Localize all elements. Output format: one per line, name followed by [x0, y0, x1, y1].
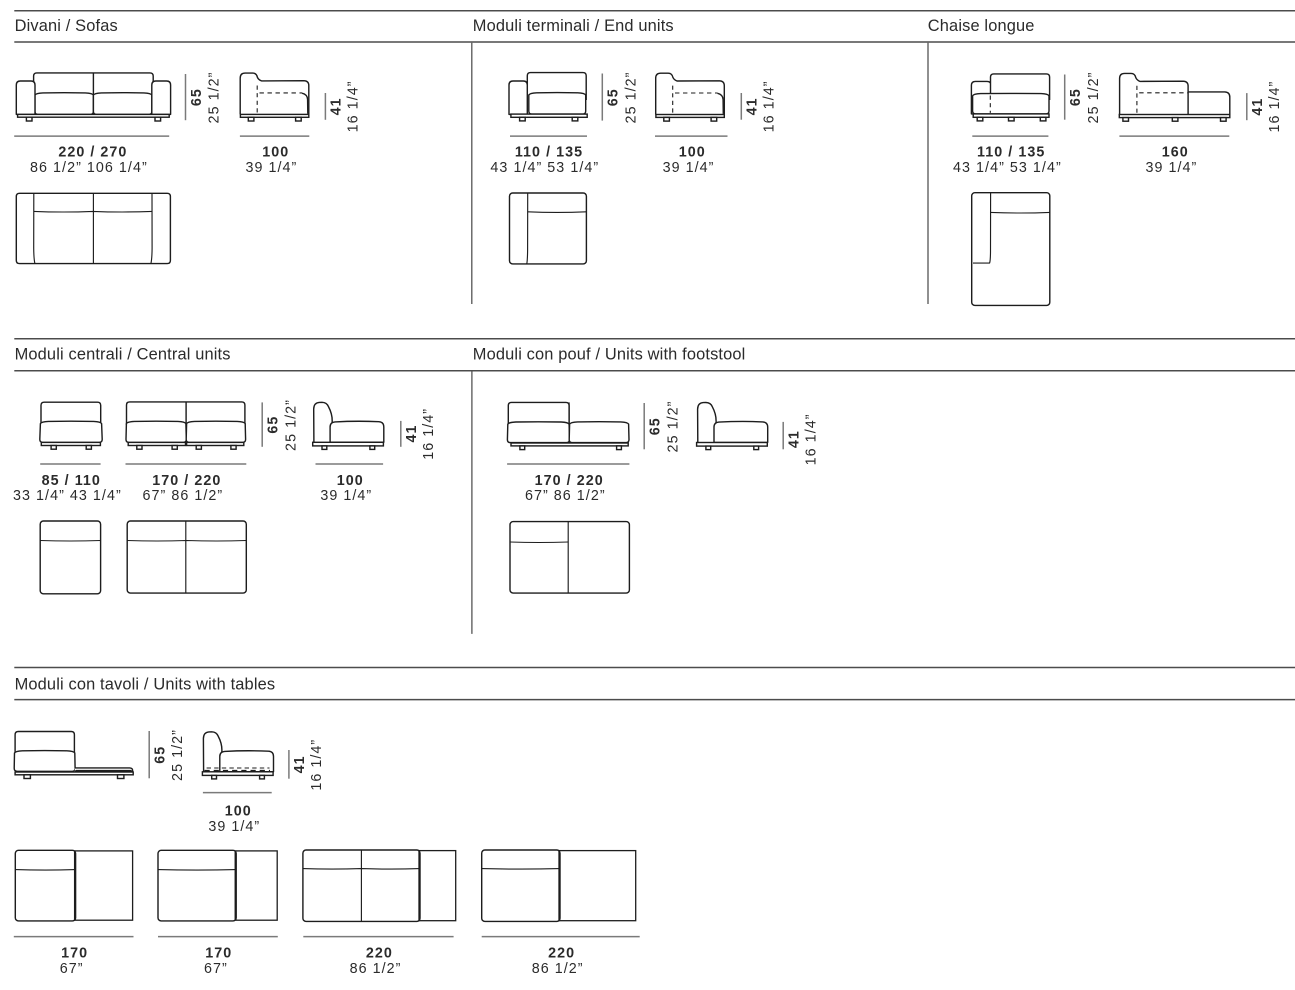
svg-text:16 1/4”: 16 1/4” — [421, 408, 437, 460]
svg-text:110 / 135: 110 / 135 — [977, 144, 1045, 160]
svg-text:65: 65 — [1068, 88, 1084, 106]
svg-text:100: 100 — [679, 144, 706, 160]
svg-text:86 1/2”: 86 1/2” — [532, 961, 584, 977]
svg-text:39 1/4”: 39 1/4” — [1145, 160, 1197, 176]
svg-text:16 1/4”: 16 1/4” — [346, 80, 362, 132]
svg-text:67” 86 1/2”: 67” 86 1/2” — [143, 488, 224, 504]
svg-text:220 / 270: 220 / 270 — [58, 144, 127, 160]
svg-text:25 1/2”: 25 1/2” — [665, 401, 681, 453]
svg-text:100: 100 — [262, 144, 289, 160]
svg-text:67” 86 1/2”: 67” 86 1/2” — [525, 488, 606, 504]
svg-text:41: 41 — [404, 424, 420, 442]
svg-text:170: 170 — [205, 946, 232, 962]
svg-text:25 1/2”: 25 1/2” — [170, 729, 186, 781]
svg-text:39 1/4”: 39 1/4” — [663, 160, 715, 176]
svg-text:86 1/2” 106 1/4”: 86 1/2” 106 1/4” — [30, 160, 148, 176]
svg-text:170 / 220: 170 / 220 — [535, 473, 604, 489]
svg-text:Divani / Sofas: Divani / Sofas — [15, 17, 118, 35]
svg-text:Moduli centrali / Central unit: Moduli centrali / Central units — [15, 346, 231, 364]
svg-text:220: 220 — [366, 946, 393, 962]
svg-text:65: 65 — [266, 416, 282, 434]
svg-text:65: 65 — [648, 417, 664, 435]
svg-text:25 1/2”: 25 1/2” — [623, 72, 639, 124]
svg-text:43 1/4” 53 1/4”: 43 1/4” 53 1/4” — [953, 160, 1062, 176]
svg-text:Moduli con pouf / Units with f: Moduli con pouf / Units with footstool — [473, 346, 746, 364]
svg-text:100: 100 — [337, 473, 364, 489]
svg-text:16 1/4”: 16 1/4” — [309, 739, 325, 791]
svg-text:170: 170 — [61, 946, 88, 962]
svg-text:33 1/4” 43 1/4”: 33 1/4” 43 1/4” — [13, 488, 122, 504]
svg-text:85 / 110: 85 / 110 — [42, 473, 101, 489]
svg-text:67”: 67” — [60, 961, 84, 977]
svg-text:41: 41 — [329, 97, 345, 115]
svg-text:65: 65 — [189, 88, 205, 106]
svg-text:67”: 67” — [204, 961, 228, 977]
svg-text:Moduli con tavoli / Units with: Moduli con tavoli / Units with tables — [15, 675, 276, 693]
svg-text:39 1/4”: 39 1/4” — [320, 488, 372, 504]
svg-text:100: 100 — [225, 804, 252, 820]
svg-text:16 1/4”: 16 1/4” — [762, 80, 778, 132]
svg-text:65: 65 — [152, 746, 168, 764]
svg-text:41: 41 — [745, 97, 761, 115]
svg-text:41: 41 — [787, 430, 803, 448]
svg-text:16 1/4”: 16 1/4” — [804, 413, 820, 465]
svg-text:220: 220 — [548, 946, 575, 962]
svg-text:170 / 220: 170 / 220 — [152, 473, 221, 489]
svg-text:41: 41 — [1250, 98, 1266, 116]
svg-text:86 1/2”: 86 1/2” — [350, 961, 402, 977]
svg-text:16 1/4”: 16 1/4” — [1267, 81, 1283, 133]
svg-text:110 / 135: 110 / 135 — [515, 144, 583, 160]
svg-text:43 1/4” 53 1/4”: 43 1/4” 53 1/4” — [490, 160, 599, 176]
svg-text:39 1/4”: 39 1/4” — [245, 160, 297, 176]
svg-text:65: 65 — [606, 88, 622, 106]
svg-text:25 1/2”: 25 1/2” — [283, 399, 299, 451]
svg-text:25 1/2”: 25 1/2” — [207, 72, 223, 124]
svg-text:39 1/4”: 39 1/4” — [208, 819, 260, 835]
svg-text:Chaise longue: Chaise longue — [928, 17, 1035, 35]
svg-text:41: 41 — [292, 755, 308, 773]
svg-text:160: 160 — [1162, 144, 1189, 160]
svg-text:25 1/2”: 25 1/2” — [1086, 72, 1102, 124]
svg-text:Moduli terminali / End units: Moduli terminali / End units — [473, 17, 674, 35]
